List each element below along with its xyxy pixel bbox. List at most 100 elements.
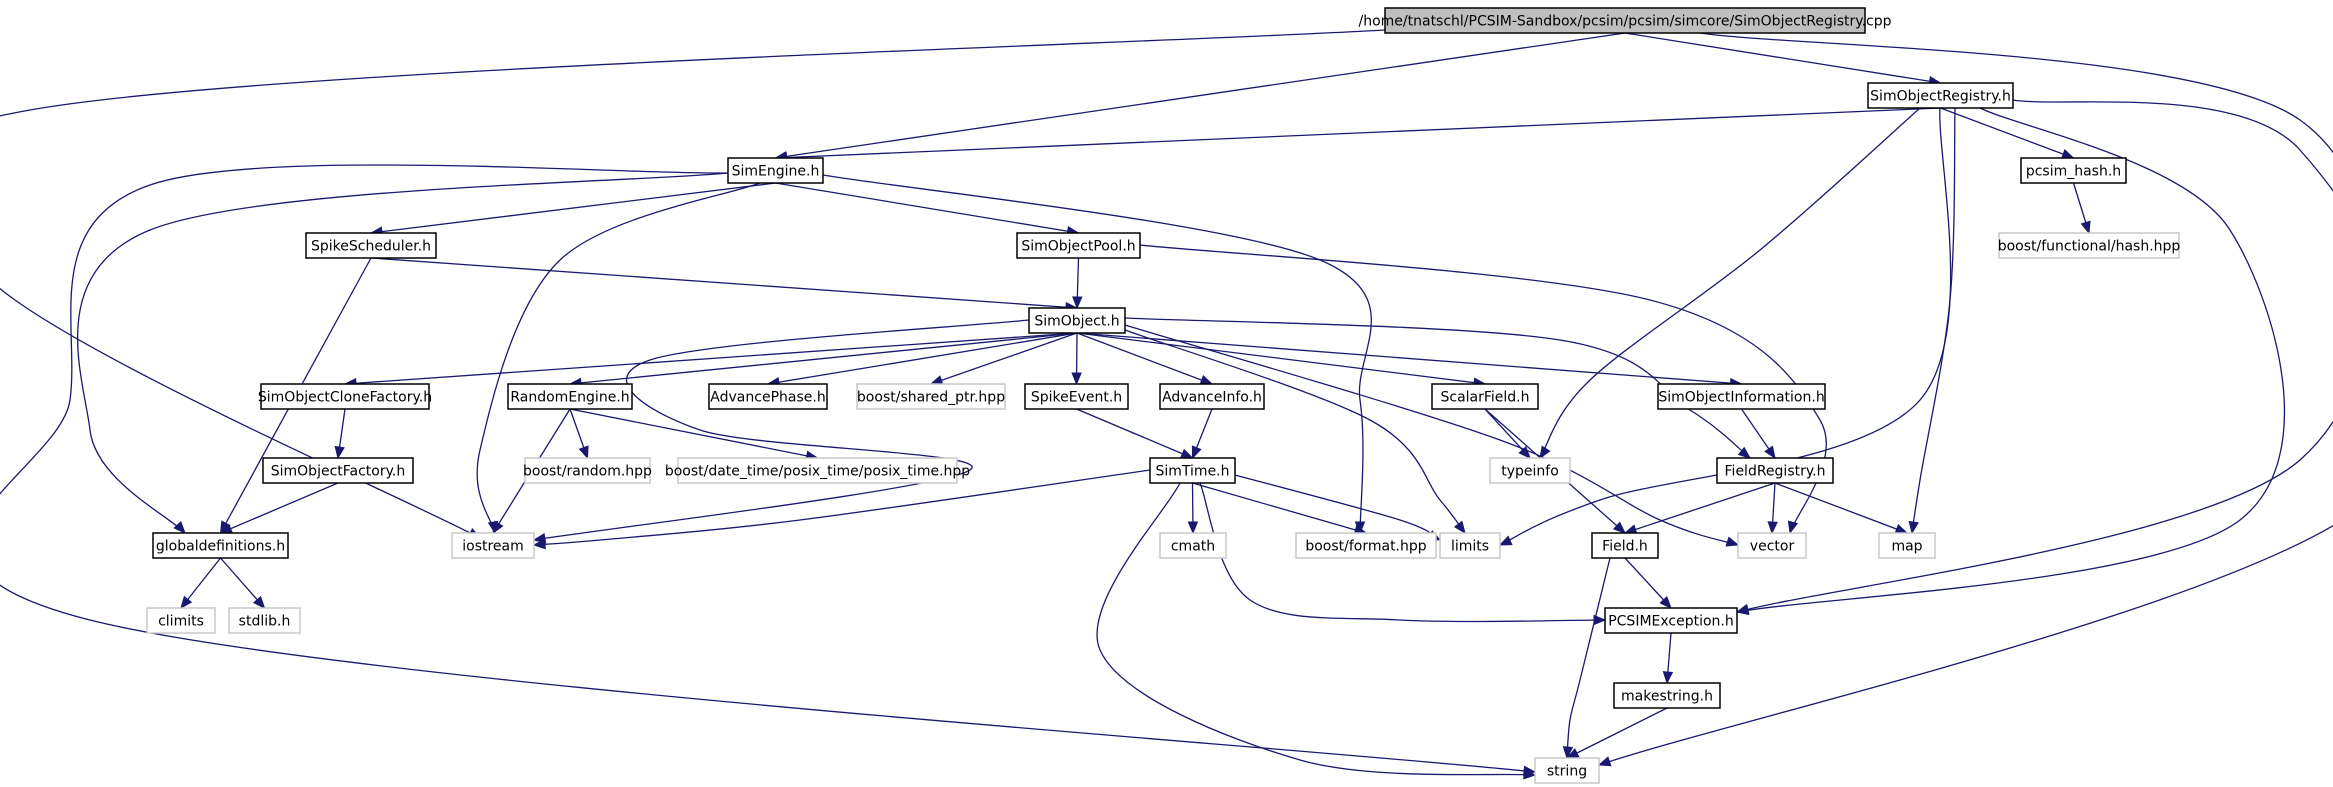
node-advanceinfo-h[interactable]: AdvanceInfo.h: [1159, 383, 1265, 410]
edge-spikeevent-h-to-simtime-h-arrowhead: [1179, 448, 1194, 459]
edge-simobjectregistry-h-to-string-line: [1598, 99, 2333, 766]
edge-simobject-h-to-iostream-line: [533, 319, 1030, 541]
node-box: [305, 232, 437, 259]
node-label: boost/functional/hash.hpp: [1998, 239, 2181, 255]
node-spikescheduler-h[interactable]: SpikeScheduler.h: [305, 232, 437, 259]
edge-simobjectclonefactory-h-to-simobjectfactory-h: [334, 408, 346, 460]
node-stdlib-h: stdlib.h: [228, 607, 301, 634]
node-limits: limits: [1439, 532, 1501, 559]
node-label: pcsim_hash.h: [2026, 164, 2121, 180]
edge-simtime-h-to-cmath: [1187, 482, 1199, 535]
node-simobjectinformation-h[interactable]: SimObjectInformation.h: [1657, 383, 1826, 410]
edge-simobject-h-to-spikeevent-h-arrowhead: [1071, 372, 1082, 386]
edge-field-h-to-pcsimexception-h-arrowhead: [1659, 595, 1672, 609]
edge-simobjectinformation-h-to-fieldregistry-h-arrowhead: [1764, 445, 1776, 460]
edge-simobjectregistry-h-to-pcsim-hash-h-line: [1940, 107, 2074, 159]
node-boost-shared-ptr: boost/shared_ptr.hpp: [856, 383, 1006, 410]
edge-simtime-h-to-string: [1096, 482, 1537, 780]
node-box: [1295, 532, 1437, 559]
node-globaldefinitions-h[interactable]: globaldefinitions.h: [152, 532, 289, 559]
node-label: string: [1547, 764, 1587, 780]
edge-simtime-h-to-iostream-line: [533, 469, 1151, 546]
edge-simengine-h-to-simobjectpool-h-line: [775, 182, 1079, 234]
node-pcsim-hash-h[interactable]: pcsim_hash.h: [2020, 157, 2127, 184]
edge-simobjectregistry-h-to-simengine-h: [774, 107, 1941, 163]
node-label: Field.h: [1602, 539, 1648, 555]
edge-simobjectfactory-h-to-globaldefinitions-h: [219, 482, 339, 534]
edge-simobject-h-to-limits: [1124, 329, 1466, 535]
edge-simtime-h-to-cmath-arrowhead: [1187, 521, 1199, 535]
edge-fieldregistry-h-to-field-h: [1623, 482, 1776, 535]
node-simobjectfactory-h[interactable]: SimObjectFactory.h: [262, 457, 414, 484]
node-simobjectregistry-h[interactable]: SimObjectRegistry.h: [1867, 82, 2014, 109]
node-box: [1016, 232, 1141, 259]
node-label: globaldefinitions.h: [156, 539, 285, 555]
edge-simobjectregistry-h-to-pcsimexception-h: [1735, 107, 2285, 616]
edge-advanceinfo-h-to-simtime-h-arrowhead: [1191, 445, 1202, 460]
edge-simengine-h-to-spikescheduler-h-line: [370, 182, 776, 234]
node-spikeevent-h[interactable]: SpikeEvent.h: [1024, 383, 1129, 410]
edge-spikescheduler-h-to-simobject-h: [370, 257, 1079, 313]
node-field-h[interactable]: Field.h: [1591, 532, 1659, 559]
node-box: [1159, 532, 1227, 559]
edge-simobject-h-to-fieldregistry-h: [1124, 317, 1752, 459]
edge-simtime-h-to-iostream-arrowhead: [532, 538, 546, 550]
node-box: [1657, 383, 1826, 410]
node-climits: climits: [146, 607, 216, 634]
edge-simengine-h-to-string-line: [0, 164, 1536, 773]
node-vector: vector: [1737, 532, 1807, 559]
edge-simtime-h-to-iostream: [532, 469, 1151, 550]
node-label: RandomEngine.h: [510, 390, 629, 406]
node-simtime-h[interactable]: SimTime.h: [1149, 457, 1236, 484]
edge-simobject-h-to-simobjectinformation-h-line: [1076, 332, 1742, 385]
node-label: SimObjectCloneFactory.h: [258, 390, 432, 406]
node-label: FieldRegistry.h: [1725, 464, 1826, 480]
node-label: climits: [158, 614, 204, 630]
node-boost-posix-time: boost/date_time/posix_time/posix_time.hp…: [665, 457, 970, 484]
edge-simobjectregistry-h-to-string-arrowhead: [1597, 756, 1612, 767]
node-box: [1159, 383, 1265, 410]
node-advancephase-h[interactable]: AdvancePhase.h: [708, 383, 828, 410]
edge-globaldefinitions-h-to-climits-arrowhead: [180, 595, 193, 610]
node-box: [1716, 457, 1834, 484]
node-simobjectclonefactory-h[interactable]: SimObjectCloneFactory.h: [258, 383, 432, 410]
node-makestring-h[interactable]: makestring.h: [1613, 682, 1721, 709]
edge-simengine-h-to-simobjectpool-h: [775, 182, 1080, 237]
edge-fieldregistry-h-to-vector: [1767, 482, 1778, 535]
edge-simobjectregistry-h-to-typeinfo: [1539, 107, 1921, 460]
node-simengine-h[interactable]: SimEngine.h: [727, 157, 824, 184]
edge-simobjectregistry-h-to-map-line: [1911, 107, 1956, 534]
node-root: /home/tnatschl/PCSIM-Sandbox/pcsim/pcsim…: [1359, 7, 1892, 34]
node-box: [1431, 383, 1539, 410]
node-box: [262, 457, 414, 484]
edge-field-h-to-string: [1562, 557, 1611, 760]
edge-fieldregistry-h-to-map-line: [1774, 482, 1908, 534]
edge-simobject-h-to-spikeevent-h: [1071, 332, 1082, 386]
edge-simtime-h-to-string-arrowhead: [1523, 769, 1537, 780]
edge-randomengine-h-to-boost-posix-time-line: [569, 408, 818, 459]
edge-globaldefinitions-h-to-climits: [180, 557, 222, 610]
edge-simobject-h-to-advanceinfo-h-line: [1076, 332, 1213, 385]
node-map: map: [1878, 532, 1936, 559]
edge-makestring-h-to-string: [1565, 707, 1668, 759]
node-scalarfield-h[interactable]: ScalarField.h: [1431, 383, 1539, 410]
node-box: [451, 532, 535, 559]
node-box: [1149, 457, 1236, 484]
node-simobject-h[interactable]: SimObject.h: [1028, 307, 1126, 334]
node-label: AdvanceInfo.h: [1162, 390, 1262, 406]
node-randomengine-h[interactable]: RandomEngine.h: [507, 383, 633, 410]
edge-simobject-h-to-limits-line: [1124, 329, 1466, 534]
node-box: [1439, 532, 1501, 559]
node-boost-functional-hash: boost/functional/hash.hpp: [1998, 232, 2181, 259]
node-box: [507, 383, 633, 410]
node-simobjectpool-h[interactable]: SimObjectPool.h: [1016, 232, 1141, 259]
node-fieldregistry-h[interactable]: FieldRegistry.h: [1716, 457, 1834, 484]
edge-spikeevent-h-to-simtime-h-line: [1076, 408, 1193, 459]
edge-fieldregistry-h-to-vector-arrowhead: [1767, 521, 1778, 535]
node-label: SimTime.h: [1156, 464, 1230, 480]
edge-simobjectregistry-h-to-limits: [1498, 107, 1952, 546]
edge-simobjectinformation-h-to-fieldregistry-h: [1740, 408, 1776, 460]
edge-simtime-h-to-string-line: [1096, 482, 1536, 776]
node-pcsimexception-h[interactable]: PCSIMException.h: [1604, 607, 1738, 634]
edge-simobjectfactory-h-to-globaldefinitions-h-line: [220, 482, 339, 534]
